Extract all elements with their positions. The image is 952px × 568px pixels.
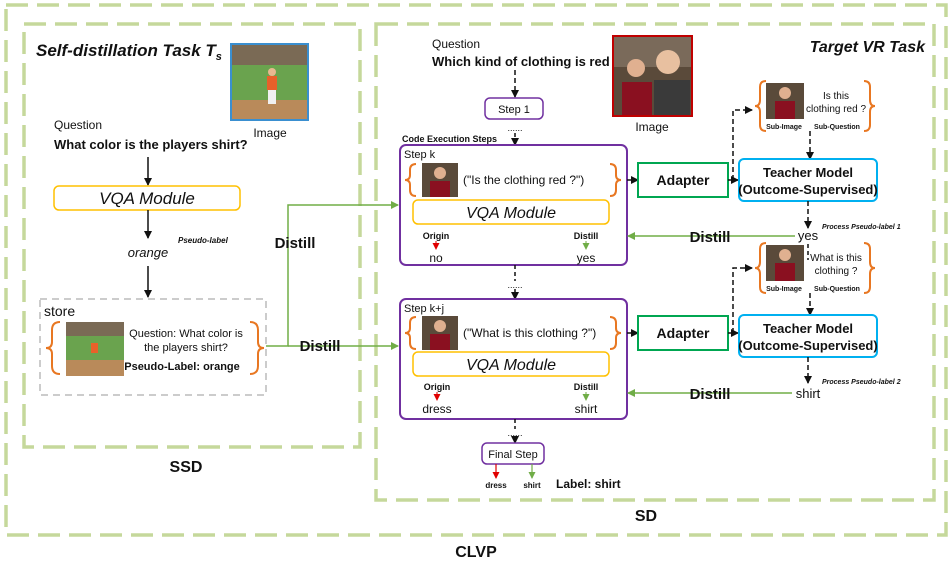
ppl2: Process Pseudo-label 2	[822, 379, 901, 386]
store-thumbnail	[66, 322, 124, 376]
step-kj-distill-value: shirt	[575, 402, 598, 416]
left-vqa-label: VQA Module	[99, 189, 195, 208]
subq1-thumbnail	[766, 83, 804, 119]
dots-3: ......	[507, 428, 522, 438]
ssd-label: SSD	[170, 459, 203, 476]
subq1-line1: Is this	[823, 91, 849, 102]
store-label: store	[44, 303, 75, 319]
ppl1: Process Pseudo-label 1	[822, 224, 901, 231]
distill-label-1: Distill	[275, 235, 316, 252]
final-dress: dress	[485, 481, 507, 490]
target-task-title: Target VR Task	[810, 39, 926, 56]
teacher-2-line1: Teacher Model	[763, 321, 853, 336]
step-k-vqa-module	[412, 199, 610, 225]
teacher-1-line1: Teacher Model	[763, 165, 853, 180]
subq2-thumbnail	[766, 245, 804, 281]
step-kj-brace-left	[404, 316, 417, 350]
step-k-origin-value: no	[429, 251, 443, 265]
ssd-frame	[22, 22, 362, 449]
step-k-label: Step k	[404, 149, 436, 161]
left-vqa-module	[53, 185, 241, 211]
step-kj-thumbnail	[422, 316, 458, 350]
subq1-line2: clothing red ?	[806, 104, 866, 115]
clvp-label: CLVP	[455, 544, 497, 561]
store-pseudo-label: Pseudo-Label: orange	[124, 361, 240, 373]
step-k-distill-value: yes	[577, 251, 596, 265]
subq2-subquestion: Sub-Question	[814, 286, 860, 293]
subq2-subimage: Sub-Image	[766, 286, 802, 293]
baseball-image	[230, 43, 309, 121]
sd-frame	[374, 22, 936, 502]
step-kj-origin-value: dress	[422, 402, 451, 416]
step-kj-brace-right	[609, 316, 622, 350]
subq1-brace-left	[754, 80, 767, 132]
step1-box	[484, 97, 544, 120]
left-pseudo-label: orange	[128, 245, 168, 260]
subq1-subimage: Sub-Image	[766, 124, 802, 131]
left-question-label: Question	[54, 118, 102, 132]
distill-label-2: Distill	[300, 338, 341, 355]
step-k-thumbnail	[422, 163, 458, 197]
distill-right-1: Distill	[690, 229, 731, 246]
store-question-2: the players shirt?	[144, 342, 228, 354]
center-image-label: Image	[635, 120, 669, 134]
step-k-brace-left	[404, 163, 417, 197]
step-k-distill-label: Distill	[574, 231, 599, 241]
dots-2: ......	[507, 280, 522, 290]
step-k-origin-label: Origin	[423, 231, 450, 241]
final-step-box	[481, 442, 545, 465]
step-kj-origin-label: Origin	[424, 382, 451, 392]
store-question-1: Question: What color is	[129, 328, 243, 340]
step-kj-distill-label: Distill	[574, 382, 599, 392]
sd-label: SD	[635, 508, 657, 525]
step-kj-vqa-label: VQA Module	[466, 357, 556, 374]
center-question-label: Question	[432, 37, 480, 51]
teacher-2-line2: (Outcome-Supervised)	[738, 338, 877, 353]
subq2-line1: What is this	[810, 253, 862, 264]
subq1-subquestion: Sub-Question	[814, 124, 860, 131]
final-label: Label: shirt	[556, 477, 621, 491]
step1-label: Step 1	[498, 104, 530, 116]
subq2-brace-left	[754, 242, 767, 294]
final-step-label: Final Step	[488, 449, 538, 461]
adapter-2-label: Adapter	[657, 325, 710, 341]
center-question: Which kind of clothing is red ?	[432, 54, 621, 69]
left-image-label: Image	[253, 126, 287, 140]
subq2-brace-right	[863, 242, 876, 294]
store-brace-right	[249, 321, 265, 375]
ssd-task-title: Self-distillation Task Ts	[36, 41, 222, 63]
answer-shirt: shirt	[796, 386, 821, 401]
people-image	[612, 35, 693, 117]
step-k-vqa-label: VQA Module	[466, 205, 556, 222]
step-kj-call: ("What is this clothing ?")	[463, 326, 596, 340]
left-pseudo-label-tag: Pseudo-label	[178, 236, 229, 245]
dots-1: ......	[507, 123, 522, 133]
clvp-frame	[4, 3, 948, 537]
step-k-call: ("Is the clothing red ?")	[463, 173, 584, 187]
subq2-line2: clothing ?	[815, 266, 858, 277]
teacher-1-line2: (Outcome-Supervised)	[738, 182, 877, 197]
step-kj-label: Step k+j	[404, 303, 444, 315]
answer-yes: yes	[798, 228, 819, 243]
final-shirt: shirt	[523, 481, 541, 490]
left-question: What color is the players shirt?	[54, 137, 248, 152]
code-execution-steps: Code Execution Steps	[402, 134, 497, 144]
step-k-brace-right	[609, 163, 622, 197]
subq1-brace-right	[863, 80, 876, 132]
distill-right-2: Distill	[690, 386, 731, 403]
store-brace-left	[45, 321, 61, 375]
step-kj-vqa-module	[412, 351, 610, 377]
adapter-1-label: Adapter	[657, 172, 710, 188]
